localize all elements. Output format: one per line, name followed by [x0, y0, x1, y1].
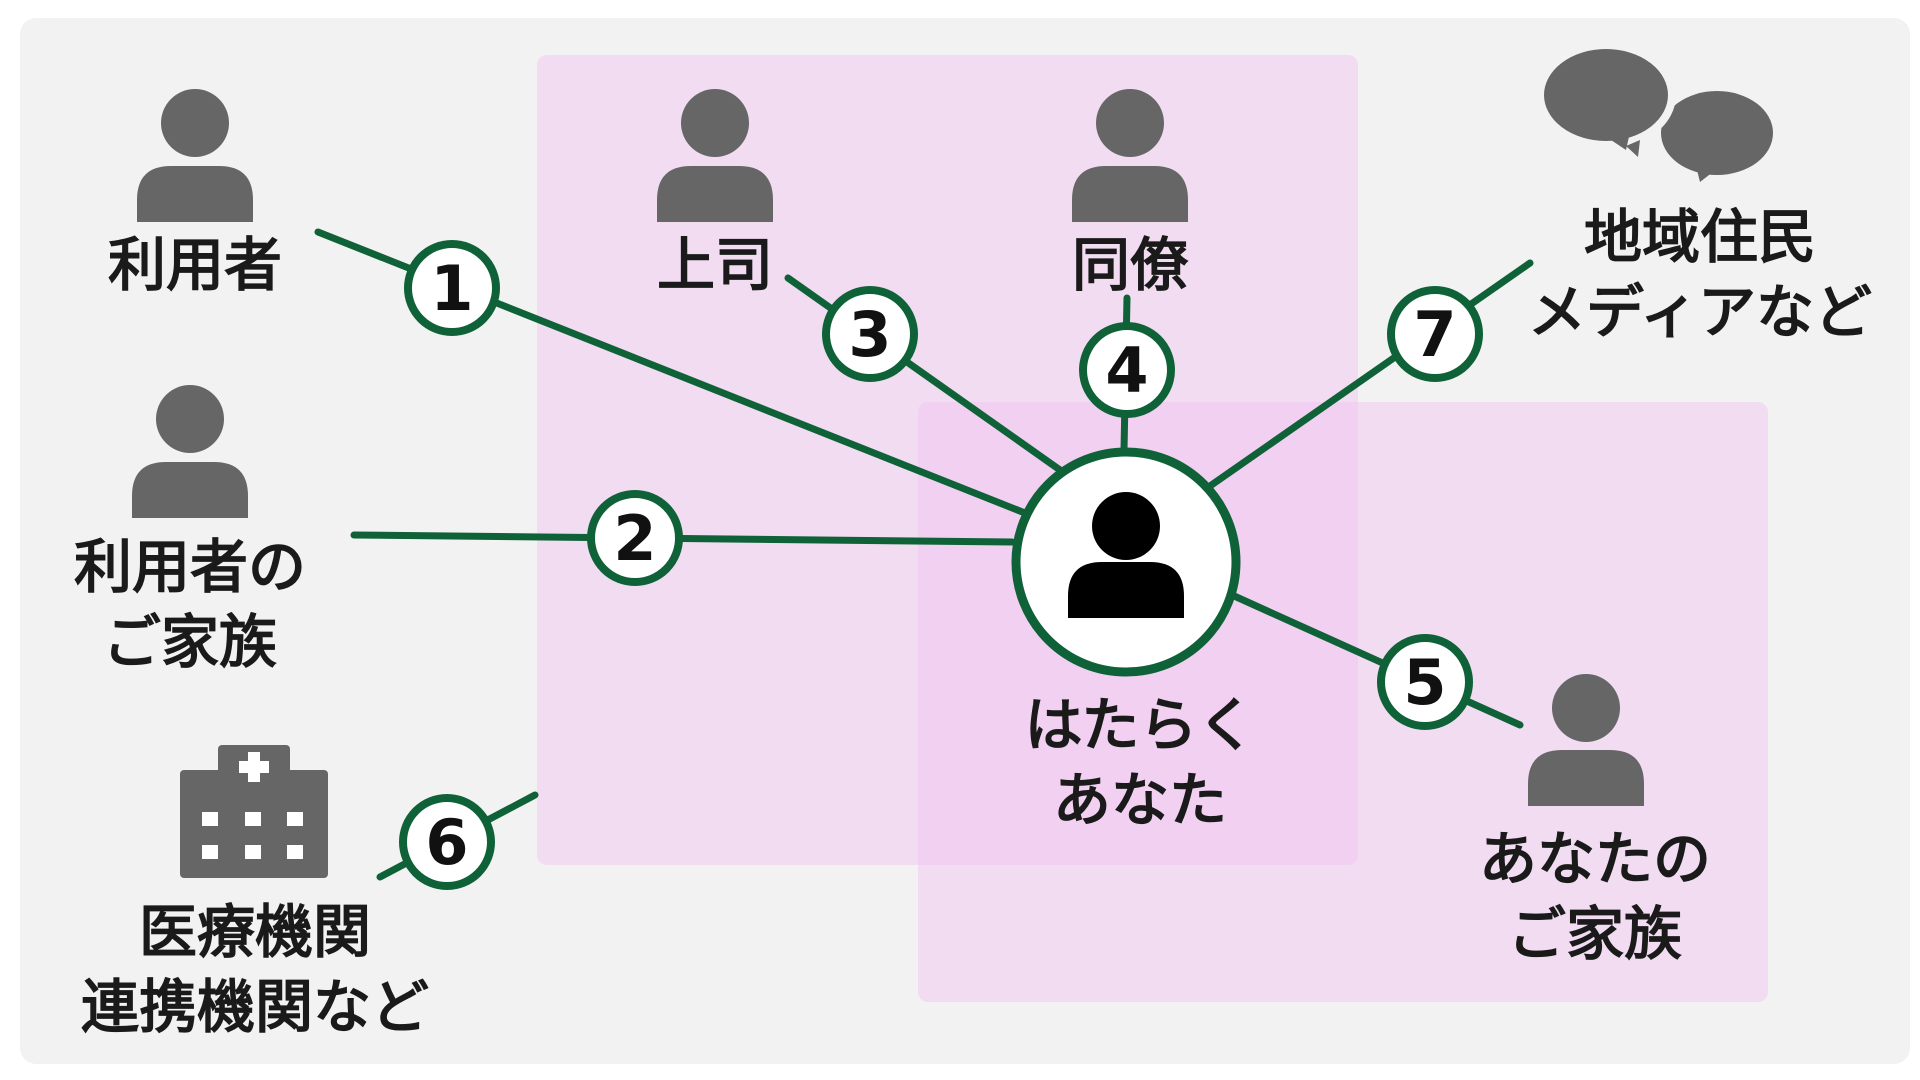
label-center: はたらく あなた [1024, 691, 1256, 835]
badge-4: 4 [1079, 322, 1175, 418]
person-icon [132, 385, 248, 518]
svg-text:6: 6 [425, 806, 468, 879]
badge-7: 7 [1387, 286, 1483, 382]
person-icon [1068, 492, 1184, 618]
person-icon [1072, 89, 1188, 222]
edge-user-family [350, 531, 1016, 546]
svg-text:4: 4 [1105, 334, 1148, 407]
edge-community [1206, 259, 1534, 490]
svg-text:7: 7 [1413, 298, 1456, 371]
svg-text:1: 1 [430, 252, 473, 325]
svg-text:3: 3 [848, 298, 891, 371]
svg-text:5: 5 [1403, 646, 1446, 719]
edge-your-family [1228, 591, 1524, 729]
svg-text:2: 2 [613, 502, 656, 575]
badge-5: 5 [1377, 634, 1473, 730]
label-user: 利用者 [107, 231, 282, 299]
badge-2: 2 [587, 490, 683, 586]
badge-6: 6 [399, 794, 495, 890]
badge-3: 3 [822, 286, 918, 382]
label-colleague: 同僚 [1071, 231, 1188, 299]
center-node [1011, 447, 1241, 677]
chat-bubbles-icon [1536, 41, 1773, 182]
label-medical: 医療機関 連携機関など [80, 898, 429, 1042]
label-user-family: 利用者の ご家族 [73, 533, 306, 677]
hospital-icon [180, 745, 328, 878]
person-icon [1528, 674, 1644, 806]
person-icon [657, 89, 773, 222]
edge-boss [784, 274, 1064, 474]
label-your-family: あなたの ご家族 [1478, 825, 1711, 969]
person-icon [137, 89, 253, 222]
label-boss: 上司 [656, 231, 773, 299]
label-community: 地域住民 メディアなど [1528, 203, 1872, 347]
badge-1: 1 [404, 240, 500, 336]
